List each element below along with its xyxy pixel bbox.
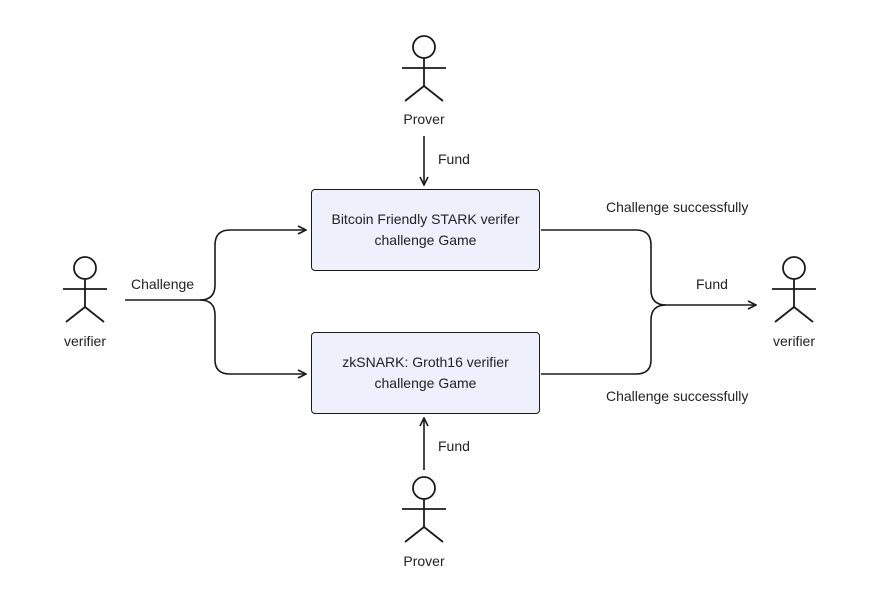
prover-bottom-figure-icon [402,476,446,543]
stark-game-line2: challenge Game [374,232,477,248]
groth16-game-line2: challenge Game [374,375,477,391]
fund-label-top: Fund [438,151,470,167]
outcome-connector-top [541,229,667,306]
challenge-label: Challenge [131,276,195,292]
groth16-challenge-game-box: zkSNARK: Groth16 verifier challenge Game [311,332,540,414]
stark-game-line1: Bitcoin Friendly STARK verifer [331,211,520,227]
challenge-connector-top [125,230,306,301]
prover-bottom-label: Prover [403,553,445,569]
verifier-right-label: verifier [772,333,816,349]
prover-top-label: Prover [403,111,445,127]
outcome-label-top: Challenge successfully [606,199,749,215]
fund-label-right: Fund [696,276,728,292]
groth16-game-line1: zkSNARK: Groth16 verifier [342,354,509,370]
stark-challenge-game-box: Bitcoin Friendly STARK verifer challenge… [311,189,540,271]
verifier-left-label: verifier [63,333,107,349]
verifier-left-figure-icon [63,256,107,323]
verifier-right-figure-icon [772,256,816,323]
outcome-label-bottom: Challenge successfully [606,388,749,404]
challenge-connector-bottom [199,299,306,374]
prover-top-figure-icon [402,35,446,102]
outcome-connector-bottom [541,304,667,375]
fund-label-bottom: Fund [438,438,470,454]
